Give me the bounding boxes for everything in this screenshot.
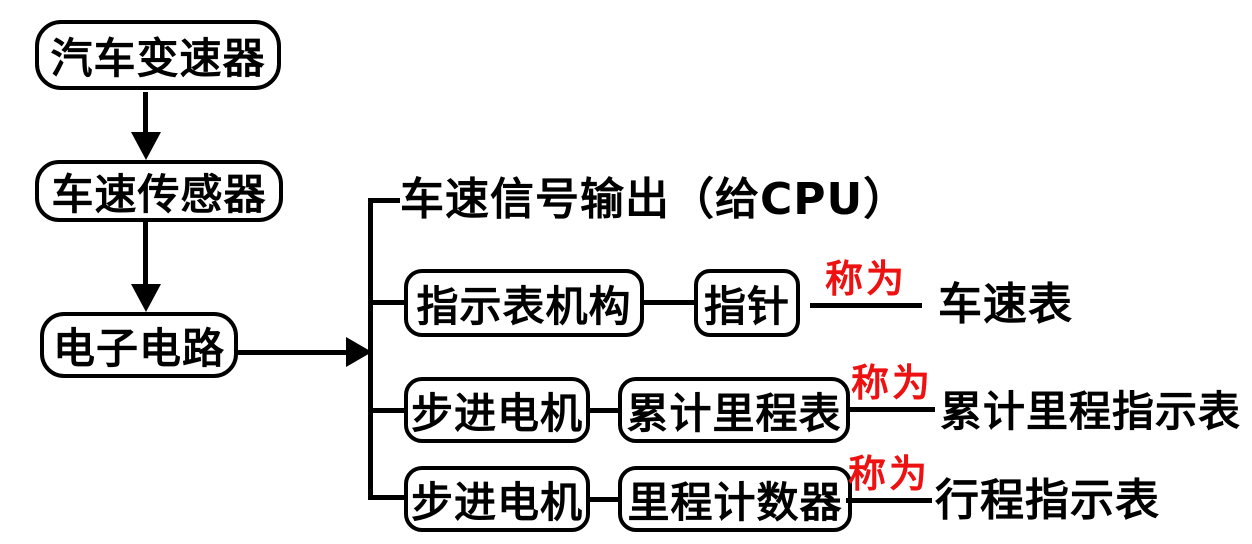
bracket-vertical-line (368, 198, 373, 500)
bracket-tick-3 (368, 408, 404, 413)
node-speed-sensor-label: 车速传感器 (51, 169, 267, 219)
node-stepper-motor-1: 步进电机 (404, 377, 590, 443)
relation-called-1: 称为 (810, 259, 922, 308)
node-mileage-counter: 里程计数器 (618, 466, 852, 532)
arrow-down-1-head (131, 132, 161, 160)
node-transmission-label: 汽车变速器 (50, 33, 266, 83)
node-stepper-motor-1-label: 步进电机 (410, 388, 583, 438)
node-pointer: 指针 (694, 269, 800, 337)
result-odometer-indicator: 累计里程指示表 (940, 387, 1242, 436)
relation-called-1-label: 称为 (824, 257, 907, 301)
connector-branch4 (590, 497, 618, 502)
node-stepper-motor-2: 步进电机 (404, 466, 590, 532)
node-circuit: 电子电路 (40, 312, 238, 378)
arrow-right-shaft (238, 350, 348, 355)
arrow-right-head (346, 337, 372, 367)
node-odometer-label: 累计里程表 (626, 388, 842, 438)
bracket-tick-2 (368, 300, 404, 305)
arrow-down-1-shaft (143, 92, 148, 136)
bracket-tick-4 (368, 495, 404, 500)
node-stepper-motor-2-label: 步进电机 (410, 477, 583, 527)
relation-called-3-label: 称为 (847, 452, 930, 496)
relation-called-2: 称为 (849, 363, 935, 412)
branch-speed-signal-text: 车速信号输出（给CPU） (400, 174, 909, 225)
relation-called-3: 称为 (846, 454, 932, 503)
node-pointer-label: 指针 (703, 281, 790, 331)
node-indicator-mechanism-label: 指示表机构 (416, 281, 632, 331)
node-circuit-label: 电子电路 (52, 323, 225, 373)
arrow-down-2-shaft (143, 222, 148, 286)
connector-branch3 (590, 408, 618, 413)
node-transmission: 汽车变速器 (35, 20, 281, 90)
bracket-tick-1 (368, 198, 400, 203)
result-speedometer: 车速表 (938, 279, 1073, 330)
relation-called-2-label: 称为 (850, 361, 933, 405)
node-odometer: 累计里程表 (618, 377, 850, 443)
node-speed-sensor: 车速传感器 (35, 160, 283, 222)
result-trip-indicator: 行程指示表 (935, 475, 1160, 526)
node-indicator-mechanism: 指示表机构 (404, 269, 644, 337)
node-mileage-counter-label: 里程计数器 (627, 477, 843, 527)
arrow-down-2-head (131, 284, 161, 312)
connector-branch2 (644, 300, 694, 305)
